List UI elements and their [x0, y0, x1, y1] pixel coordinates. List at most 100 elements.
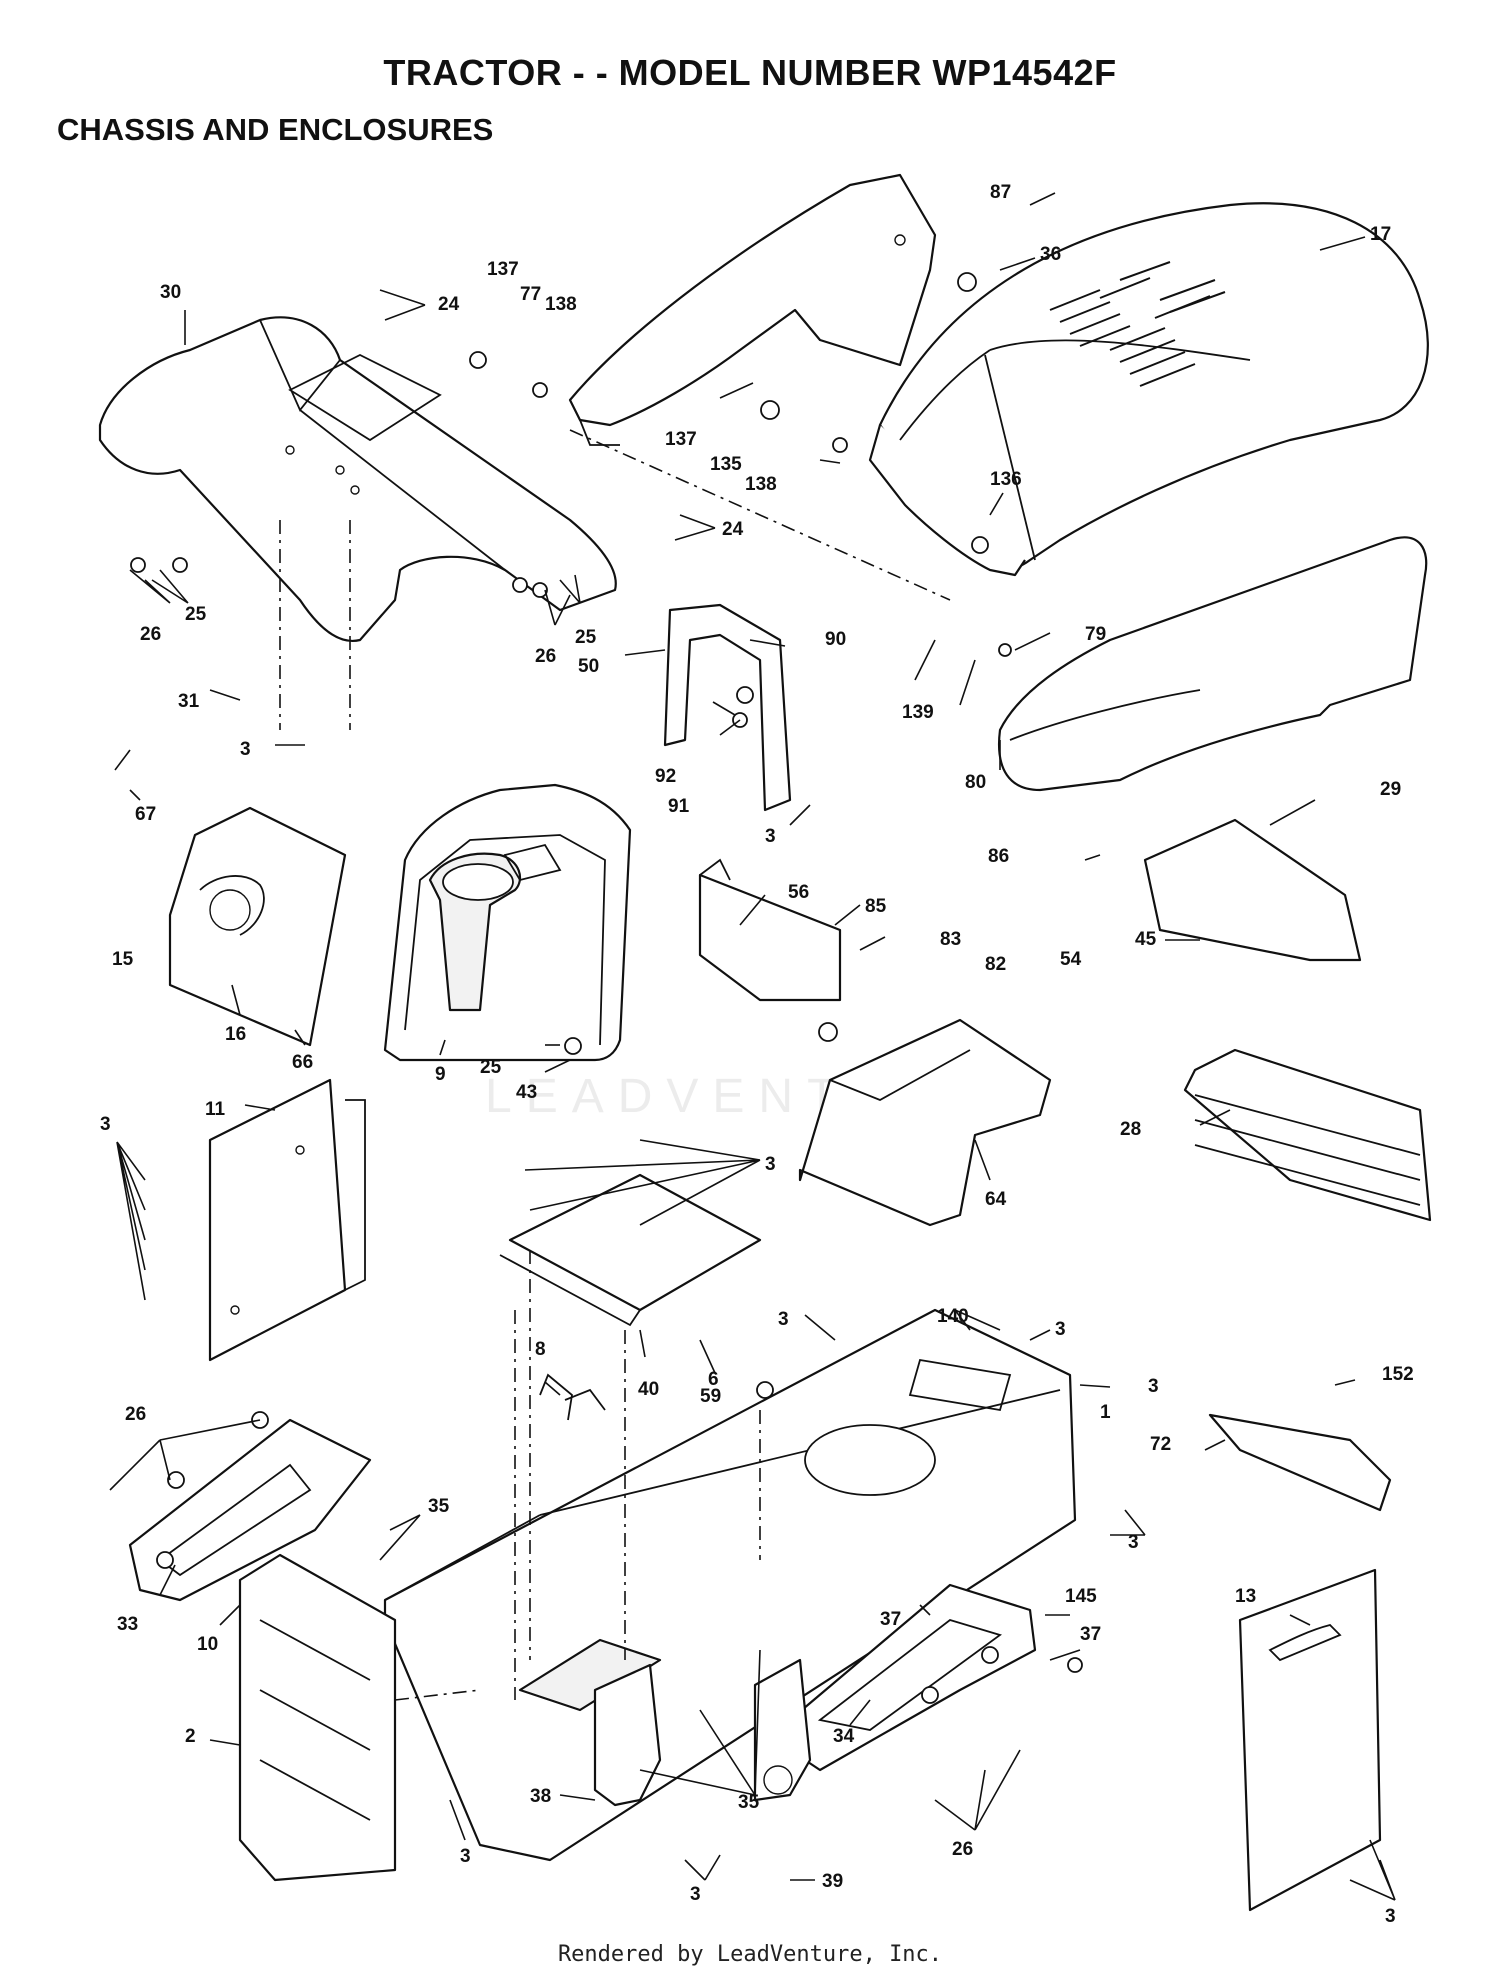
- callout-6: 6: [708, 1369, 719, 1390]
- callout-45: 45: [1135, 929, 1157, 950]
- callout-137b: 137: [665, 429, 697, 450]
- callout-35b: 35: [738, 1792, 760, 1813]
- callout-15: 15: [112, 949, 134, 970]
- callout-77: 77: [520, 284, 541, 305]
- grille-28-part: [1183, 1048, 1432, 1222]
- callout-38: 38: [530, 1786, 551, 1807]
- callout-3h: 3: [1128, 1532, 1139, 1553]
- support-bracket-64-part: [798, 1018, 1052, 1227]
- callout-25c: 25: [480, 1057, 502, 1078]
- rail-72-part: [1208, 1413, 1392, 1512]
- callout-72: 72: [1150, 1434, 1171, 1455]
- callout-50: 50: [578, 656, 599, 677]
- callout-11: 11: [205, 1099, 226, 1120]
- callout-59: 59: [700, 1386, 721, 1407]
- callout-2: 2: [185, 1726, 196, 1747]
- callout-54: 54: [1060, 949, 1082, 970]
- callout-33: 33: [117, 1614, 138, 1635]
- callout-26d: 26: [952, 1839, 973, 1860]
- callout-1: 1: [1100, 1402, 1111, 1423]
- callout-83: 83: [940, 929, 961, 950]
- callout-82: 82: [985, 954, 1006, 975]
- callout-9: 9: [435, 1064, 446, 1085]
- callout-3f: 3: [1055, 1319, 1066, 1340]
- front-bracket-2-part: [238, 1553, 397, 1882]
- callout-86: 86: [988, 846, 1009, 867]
- callout-35a: 35: [428, 1496, 450, 1517]
- side-panel-11-part: [208, 1078, 366, 1362]
- side-panel-13-part: [1238, 1568, 1382, 1912]
- callout-37b: 37: [1080, 1624, 1101, 1645]
- callout-90: 90: [825, 629, 846, 650]
- callout-145: 145: [1065, 1586, 1097, 1607]
- callout-37a: 37: [880, 1609, 901, 1630]
- callout-26b: 26: [535, 646, 556, 667]
- callout-10: 10: [197, 1634, 218, 1655]
- page-title: TRACTOR - - MODEL NUMBER WP14542F: [383, 52, 1117, 93]
- seat-plate-6-part: [499, 1173, 762, 1327]
- callout-136: 136: [990, 469, 1022, 490]
- callout-66: 66: [292, 1052, 313, 1073]
- section-title: CHASSIS AND ENCLOSURES: [57, 112, 494, 147]
- hood-part: [868, 202, 1429, 577]
- callout-3i: 3: [460, 1846, 471, 1867]
- callout-3e: 3: [778, 1309, 789, 1330]
- hardware-fasteners: [130, 272, 1083, 1704]
- callout-138b: 138: [745, 474, 777, 495]
- callout-80: 80: [965, 772, 986, 793]
- callout-34: 34: [833, 1726, 855, 1747]
- callout-3d: 3: [765, 1154, 776, 1175]
- callout-79: 79: [1085, 624, 1106, 645]
- callout-8: 8: [535, 1339, 546, 1360]
- callout-3a: 3: [765, 826, 776, 847]
- callout-3k: 3: [1385, 1906, 1396, 1927]
- callout-25b: 25: [575, 627, 597, 648]
- callout-30: 30: [160, 282, 181, 303]
- tie-bar-45-part: [1143, 818, 1362, 962]
- callout-25a: 25: [185, 604, 207, 625]
- callout-29: 29: [1380, 779, 1401, 800]
- callout-87: 87: [990, 182, 1011, 203]
- dash-panel-part: [568, 173, 937, 446]
- callout-67: 67: [135, 804, 156, 825]
- callout-85: 85: [865, 896, 887, 917]
- callout-3j: 3: [690, 1884, 701, 1905]
- callout-3b: 3: [240, 739, 251, 760]
- callout-140: 140: [937, 1306, 969, 1327]
- callout-28: 28: [1120, 1119, 1141, 1140]
- grille-screen-part: [997, 536, 1428, 792]
- callout-39: 39: [822, 1871, 843, 1892]
- callout-43: 43: [516, 1082, 537, 1103]
- callout-3c: 3: [100, 1114, 111, 1135]
- callout-26c: 26: [125, 1404, 146, 1425]
- callout-labels: 17 87 36 30 24 137 77 138 137 135 138 13…: [100, 182, 1414, 1927]
- chassis-frame-part: [383, 1308, 1077, 1862]
- callout-leaders: [109, 192, 1396, 1901]
- callout-16: 16: [225, 1024, 246, 1045]
- callout-152: 152: [1382, 1364, 1414, 1385]
- hood-vent-slots: [1049, 261, 1226, 387]
- callout-91: 91: [668, 796, 690, 817]
- callout-3g: 3: [1148, 1376, 1159, 1397]
- assembly-lines: [279, 429, 951, 1701]
- callout-17: 17: [1370, 224, 1391, 245]
- callout-56: 56: [788, 882, 809, 903]
- callout-13: 13: [1235, 1586, 1256, 1607]
- fender-part: [98, 316, 617, 643]
- callout-26a: 26: [140, 624, 161, 645]
- callout-24a: 24: [438, 294, 460, 315]
- callout-40: 40: [638, 1379, 659, 1400]
- callout-137a: 137: [487, 259, 519, 280]
- callout-31: 31: [178, 691, 200, 712]
- steering-support-part: [663, 603, 792, 812]
- callout-24b: 24: [722, 519, 744, 540]
- render-credit: Rendered by LeadVenture, Inc.: [557, 1942, 943, 1967]
- callout-64: 64: [985, 1189, 1007, 1210]
- bracket-56-part: [698, 858, 842, 1002]
- callout-92: 92: [655, 766, 676, 787]
- callout-36: 36: [1040, 244, 1061, 265]
- clips-8-part: [539, 1373, 606, 1421]
- shield-66-part: [168, 806, 347, 1047]
- callout-135: 135: [710, 454, 742, 475]
